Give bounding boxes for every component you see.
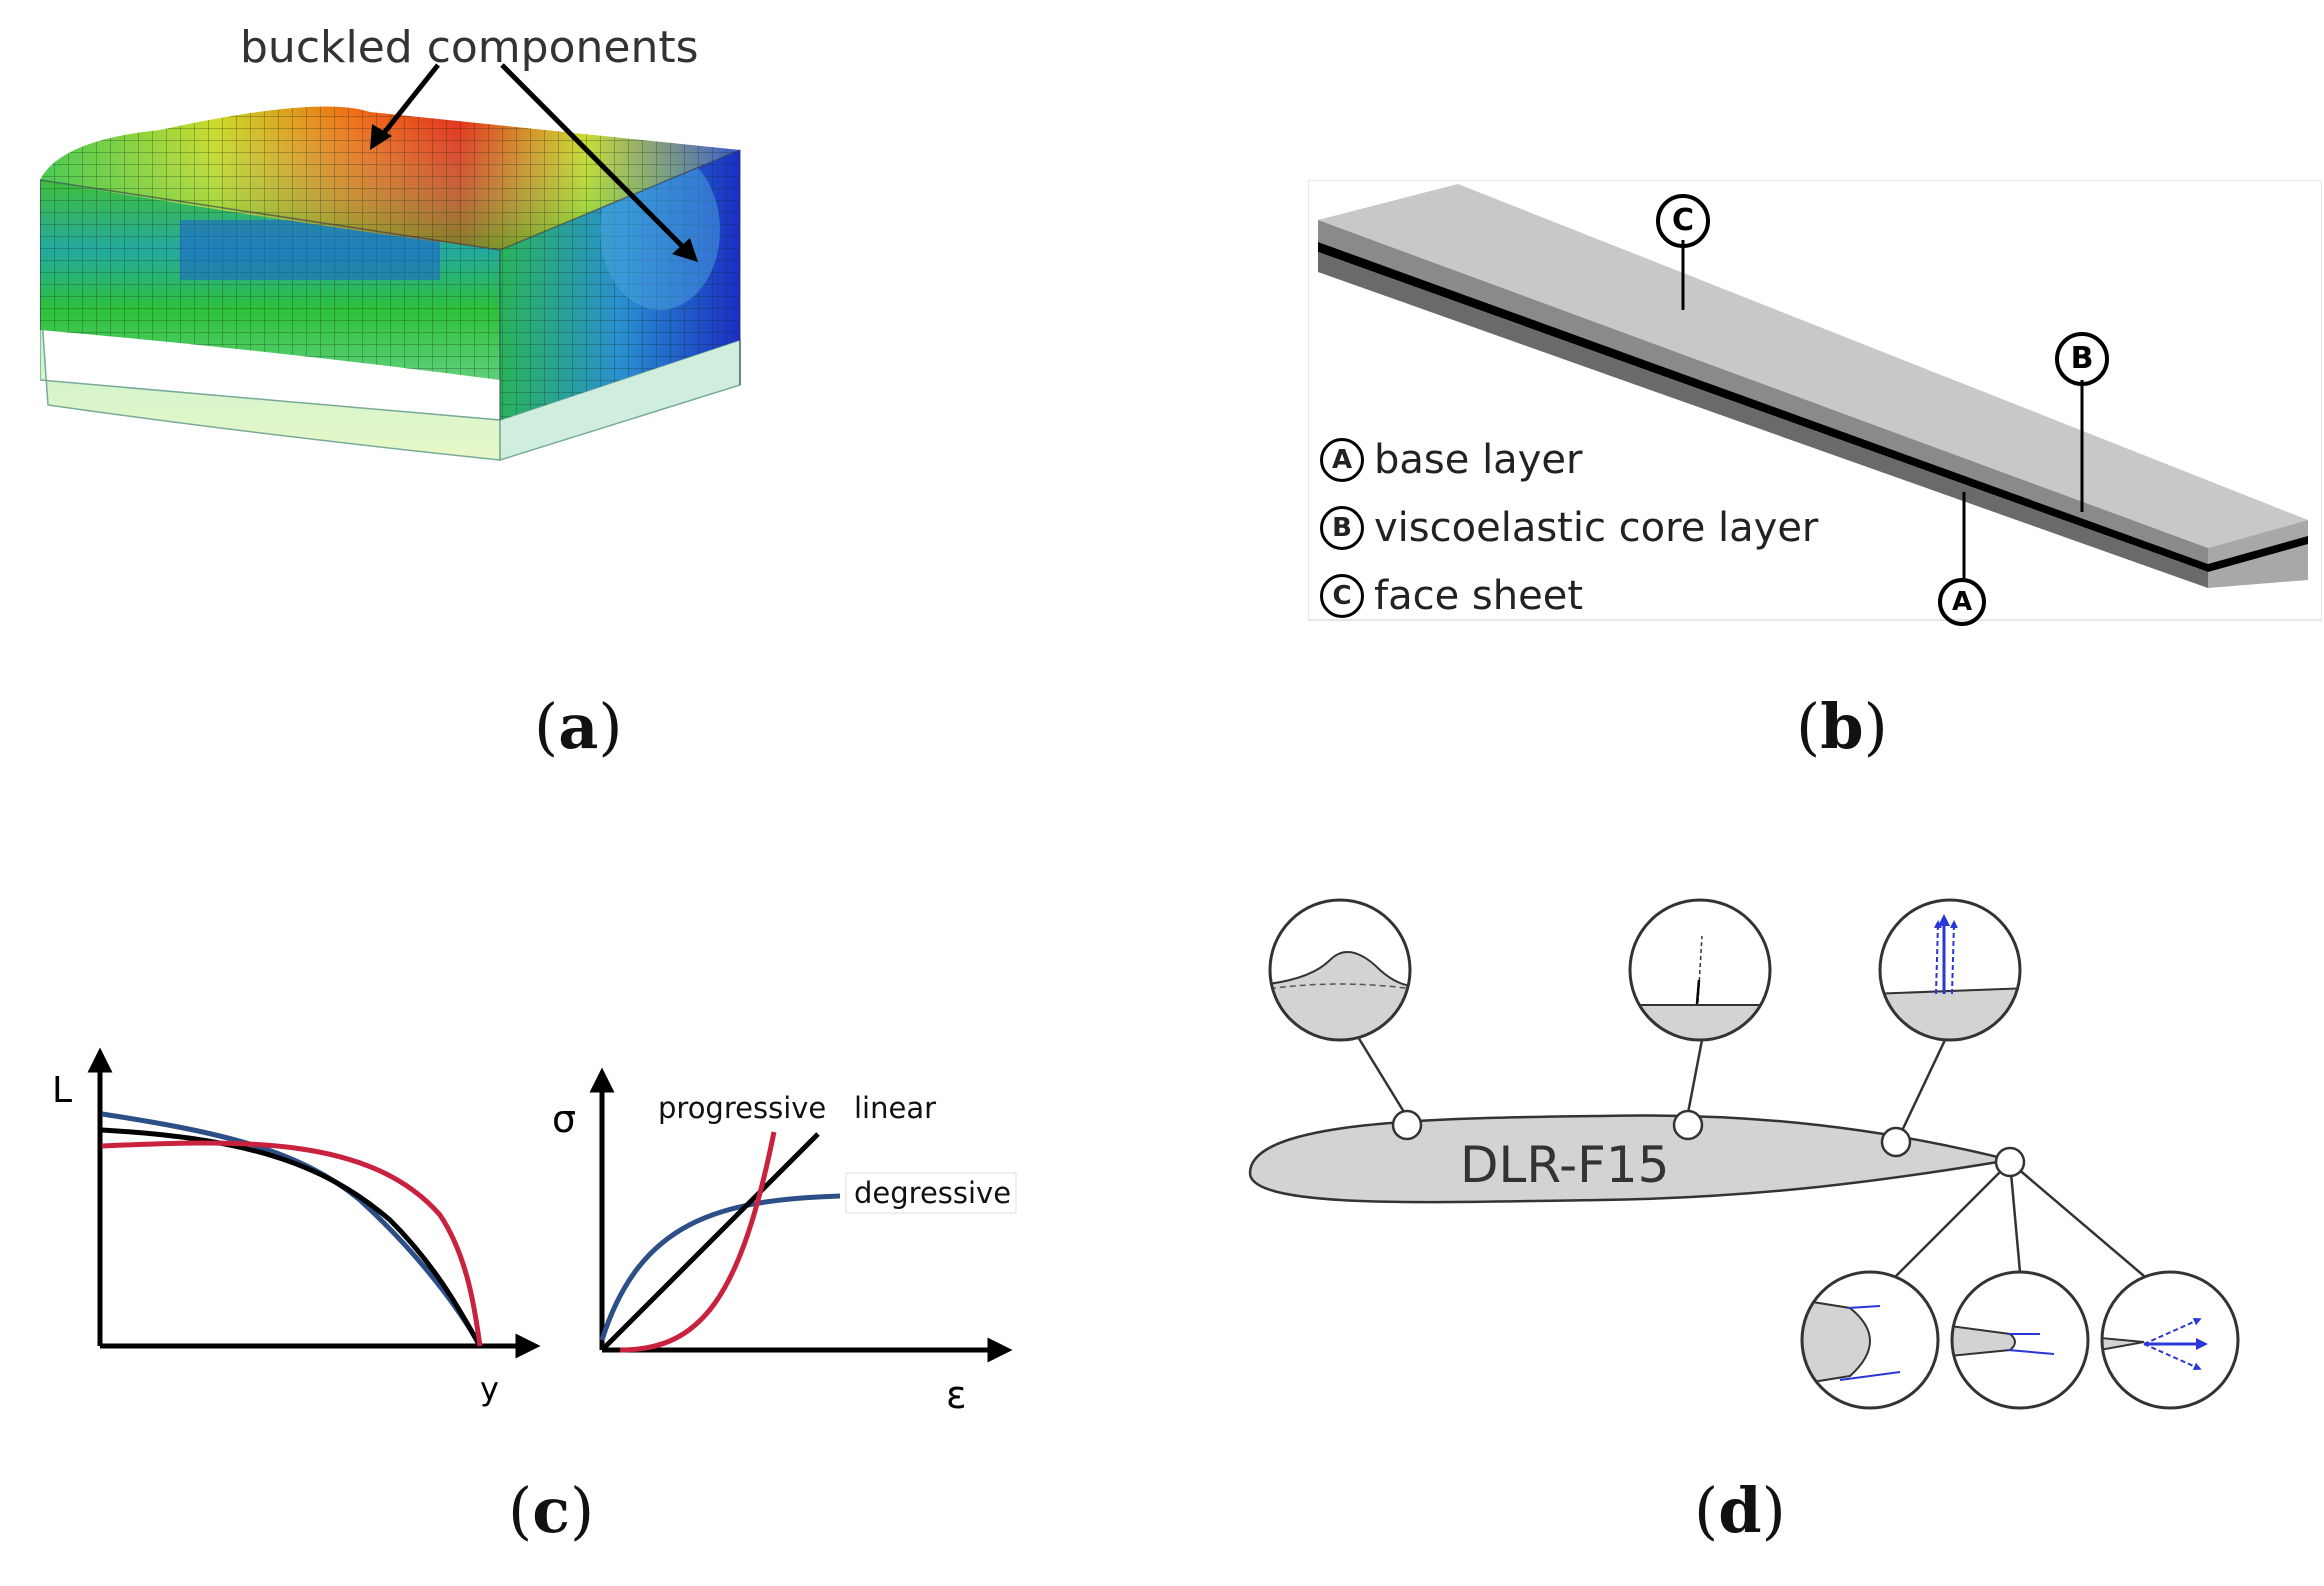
left-curve-red bbox=[101, 1140, 483, 1347]
marker-c: C bbox=[1656, 194, 1710, 248]
label-degressive: degressive bbox=[854, 1176, 1011, 1210]
caption-d: (d) bbox=[1694, 1474, 1786, 1547]
panel-b: C B A A base layer B viscoelastic core l… bbox=[1308, 180, 2322, 630]
caption-c: (c) bbox=[508, 1474, 595, 1547]
curve-progressive bbox=[619, 1131, 777, 1353]
sandwich-beam-diagram bbox=[1308, 180, 2322, 621]
legend-item-b: B viscoelastic core layer bbox=[1320, 494, 1818, 562]
caption-a: (a) bbox=[534, 690, 623, 763]
annotation-buckled-components: buckled components bbox=[240, 22, 699, 73]
left-y-axis-label: L bbox=[52, 1070, 72, 1111]
legend-item-c: C face sheet bbox=[1320, 562, 1818, 630]
panel-d: DLR-F15 bbox=[1240, 880, 2260, 1420]
legend-item-a: A base layer bbox=[1320, 426, 1818, 494]
airfoil-diagram: DLR-F15 bbox=[1248, 898, 2240, 1410]
curve-degressive bbox=[599, 1193, 841, 1341]
panel-a: buckled components bbox=[40, 20, 1140, 660]
left-curve-black bbox=[101, 1127, 483, 1348]
right-x-axis-label: ε bbox=[946, 1373, 967, 1417]
load-curves: L y σ ε progressive linear degressive bbox=[52, 1047, 1017, 1417]
marker-a: A bbox=[1938, 578, 1986, 626]
label-progressive: progressive bbox=[658, 1091, 826, 1125]
legend: A base layer B viscoelastic core layer C… bbox=[1320, 426, 1818, 630]
left-x-axis-label: y bbox=[480, 1370, 499, 1408]
buckled-fe-model bbox=[40, 63, 741, 462]
caption-b: (b) bbox=[1796, 690, 1888, 763]
panel-c: L y σ ε progressive linear degressive bbox=[40, 1040, 1040, 1420]
marker-b: B bbox=[2055, 332, 2109, 386]
label-linear: linear bbox=[854, 1091, 936, 1125]
right-y-axis-label: σ bbox=[552, 1097, 576, 1141]
curve-linear bbox=[600, 1132, 820, 1352]
airfoil-label: DLR-F15 bbox=[1460, 1136, 1670, 1194]
